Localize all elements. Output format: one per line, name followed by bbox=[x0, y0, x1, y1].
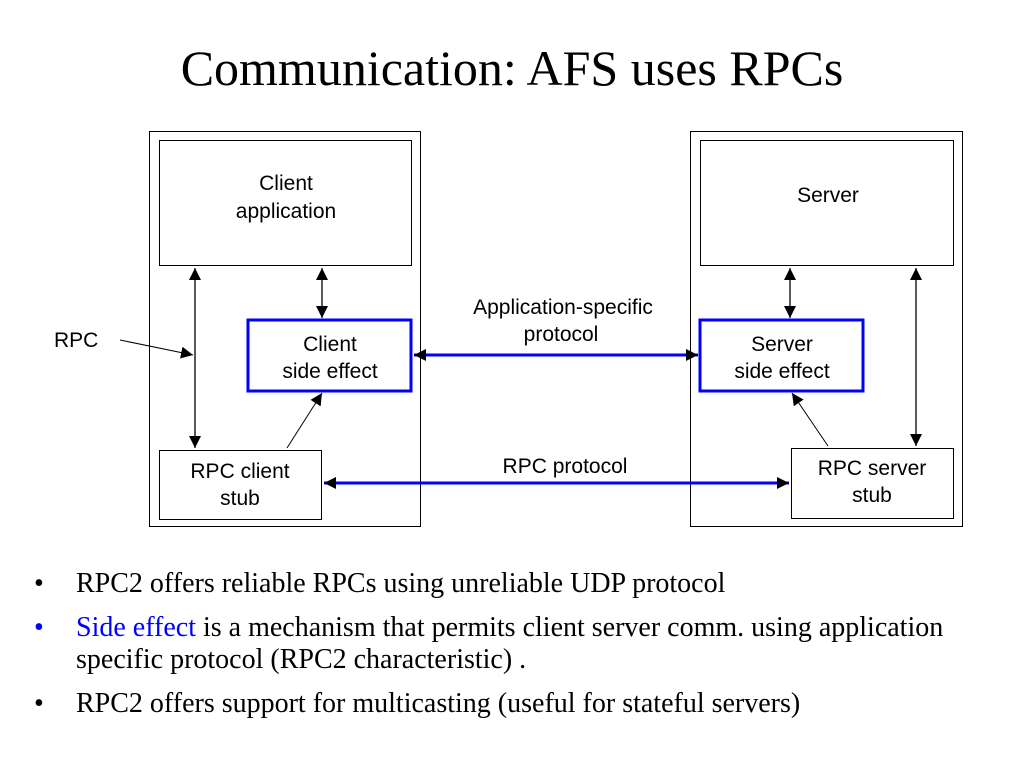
client-side-effect-box bbox=[246, 318, 413, 393]
side-effect-term: Side effect bbox=[76, 612, 196, 643]
client-application-box bbox=[159, 140, 412, 266]
rpc-protocol-label: RPC protocol bbox=[503, 455, 628, 478]
rpc-diagram: Client application Client side effect RP… bbox=[54, 131, 963, 527]
bullet-dot: • bbox=[34, 612, 44, 643]
client-side-effect-label-2: side effect bbox=[282, 360, 378, 383]
bullet-dot: • bbox=[34, 688, 44, 719]
bullet-dot: • bbox=[34, 568, 44, 599]
rpc-server-stub-box bbox=[791, 448, 954, 519]
rpc-pointer-arrow bbox=[119, 339, 194, 359]
bullet-text-3: RPC2 offers support for multicasting (us… bbox=[76, 688, 801, 719]
rpc-client-stub-label-1: RPC client bbox=[190, 460, 289, 483]
client-application-label-1: Client bbox=[259, 172, 313, 195]
bullet-item-3: • RPC2 offers support for multicasting (… bbox=[30, 688, 990, 720]
rpc-server-stub-label-1: RPC server bbox=[818, 457, 927, 480]
slide-title: Communication: AFS uses RPCs bbox=[180, 40, 844, 96]
rpc-label: RPC bbox=[54, 329, 98, 352]
rpc-server-stub-label-2: stub bbox=[852, 484, 892, 507]
rpc-client-stub-box bbox=[159, 450, 322, 520]
bullet-list: • RPC2 offers reliable RPCs using unreli… bbox=[30, 568, 990, 732]
client-stub-side-effect-arrow bbox=[286, 392, 323, 449]
bullet-item-1: • RPC2 offers reliable RPCs using unreli… bbox=[30, 568, 990, 600]
rpc-client-stub-label-2: stub bbox=[220, 487, 260, 510]
client-application-label-2: application bbox=[236, 200, 336, 223]
bullet-text-1: RPC2 offers reliable RPCs using unreliab… bbox=[76, 568, 726, 599]
server-side-effect-label-2: side effect bbox=[734, 360, 830, 383]
server-side-effect-box bbox=[698, 318, 865, 393]
application-protocol-label-1: Application-specific bbox=[473, 296, 653, 319]
server-box bbox=[700, 140, 954, 266]
bullet-item-2: • Side effect is a mechanism that permit… bbox=[30, 612, 990, 676]
bullet-text-2: is a mechanism that permits client serve… bbox=[76, 612, 944, 675]
server-side-effect-label-1: Server bbox=[751, 333, 813, 356]
application-protocol-label-2: protocol bbox=[524, 323, 599, 346]
client-side-effect-label-1: Client bbox=[303, 333, 357, 356]
server-label: Server bbox=[797, 184, 859, 207]
server-stub-side-effect-arrow bbox=[791, 392, 829, 447]
